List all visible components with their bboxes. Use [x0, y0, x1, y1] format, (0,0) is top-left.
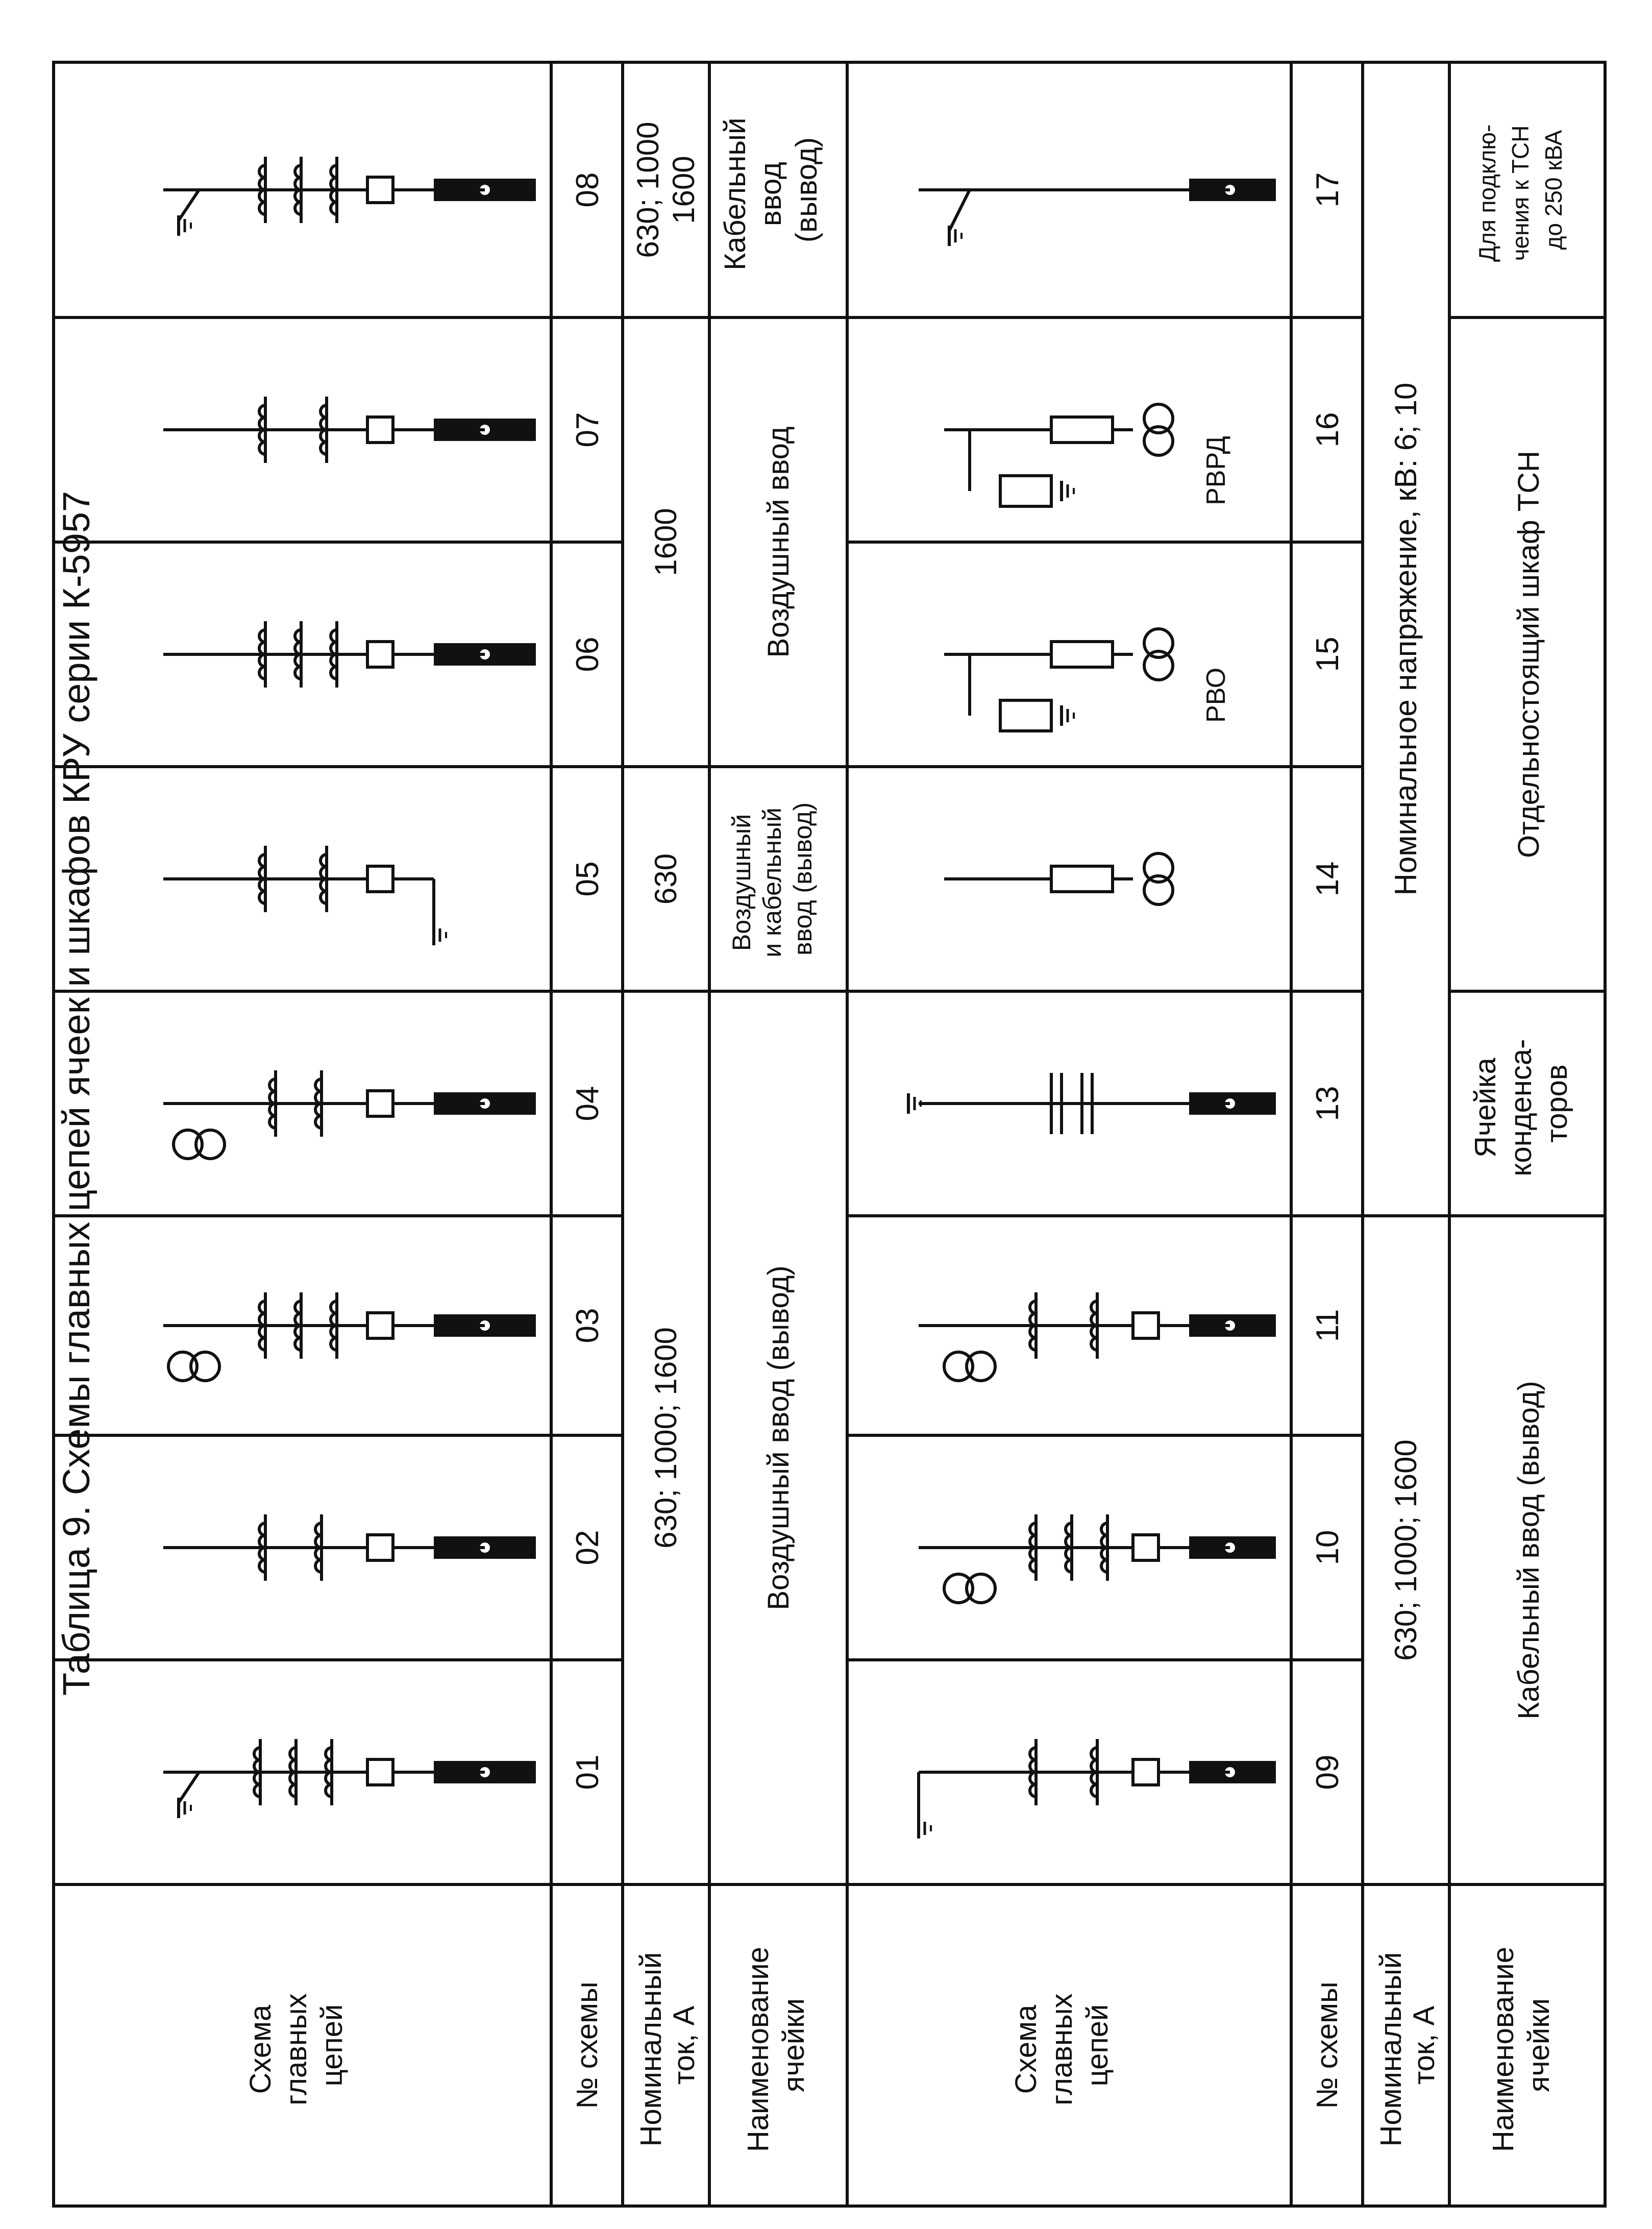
row-headers: Схема главных цепей № схемы Номинальный … — [244, 1939, 1556, 2152]
scheme-number: 08 — [570, 173, 605, 208]
scheme-number: 09 — [1310, 1755, 1345, 1790]
scheme-number: 17 — [1310, 173, 1345, 208]
arrester-labels: РВО РВРД — [1201, 436, 1231, 723]
scheme-number: 05 — [570, 862, 605, 897]
scheme-number: 03 — [570, 1308, 605, 1343]
label-rvrd: РВРД — [1201, 436, 1231, 505]
row-header-number-bottom: № схемы — [1311, 1981, 1344, 2109]
cell-names: Воздушный ввод (вывод) Воздушный и кабел… — [719, 109, 1573, 1720]
scheme-number: 02 — [570, 1530, 605, 1565]
label-rvo: РВО — [1201, 668, 1231, 723]
scheme-17-diagram — [919, 179, 1276, 246]
row-header-name-bottom: Наименование ячейки — [1487, 1939, 1556, 2152]
table-title: Таблица 9. Схемы главных цепей ячеек и ш… — [55, 491, 97, 1696]
scheme-09-diagram — [917, 1739, 1276, 1839]
scheme-number: 15 — [1310, 637, 1345, 672]
scheme-05-diagram — [163, 846, 446, 945]
voltage-value: Номинальное напряжение, кВ: 6; 10 — [1389, 383, 1423, 896]
scheme-number: 07 — [570, 412, 605, 448]
scheme-number: 10 — [1310, 1530, 1345, 1565]
scheme-08-diagram — [163, 157, 536, 236]
current-values: 630; 1000; 1600 630 1600 630; 1000 1600 … — [631, 122, 1423, 1661]
row-header-current-bottom: Номинальный ток, А — [1374, 1944, 1441, 2146]
scheme-number: 06 — [570, 637, 605, 672]
current-value: 630; 1000; 1600 — [649, 1327, 683, 1549]
current-value: 630; 1000; 1600 — [1389, 1439, 1423, 1661]
scheme-number: 16 — [1310, 412, 1345, 448]
scheme-number: 11 — [1310, 1309, 1345, 1342]
cell-name: Для подклю- чения к ТСН до 250 кВА — [1474, 118, 1567, 262]
row-header-scheme-bottom: Схема главных цепей — [1009, 1985, 1114, 2105]
current-value: 630; 1000 — [631, 122, 665, 258]
row-header-name-top: Наименование ячейки — [742, 1939, 810, 2152]
top-scheme-diagrams — [163, 157, 536, 1818]
cell-name: Кабельный ввод (вывод) — [719, 109, 823, 270]
scheme-13-diagram — [908, 1073, 1276, 1134]
cell-name: Воздушный ввод (вывод) — [762, 1265, 795, 1610]
scheme-04-diagram — [163, 1070, 536, 1159]
scheme-number: 13 — [1310, 1086, 1345, 1121]
scheme-numbers: 01 02 03 04 05 06 07 08 09 10 11 13 14 1… — [570, 173, 1345, 1790]
table-grid — [52, 61, 1607, 2208]
row-header-current-top: Номинальный ток, А — [634, 1944, 701, 2146]
scheme-number: 14 — [1310, 862, 1345, 897]
scheme-11-diagram — [919, 1292, 1276, 1381]
scheme-10-diagram — [919, 1514, 1276, 1603]
scheme-number: 04 — [570, 1086, 605, 1121]
cell-name: Воздушный и кабельный ввод (вывод) — [727, 800, 817, 957]
scheme-number: 01 — [570, 1755, 605, 1790]
scheme-06-diagram — [163, 621, 536, 688]
scheme-07-diagram — [163, 397, 536, 463]
scheme-14-diagram — [944, 853, 1173, 904]
scheme-03-diagram — [163, 1292, 536, 1381]
current-value: 630 — [649, 853, 683, 904]
cell-name: Воздушный ввод — [762, 426, 795, 657]
cell-name: Кабельный ввод (вывод) — [1512, 1381, 1545, 1719]
scheme-16-diagram — [944, 404, 1173, 508]
cell-name: Ячейка конденса- торов — [1469, 1031, 1573, 1176]
cell-name: Отдельностоящий шкаф ТСН — [1512, 451, 1545, 858]
scheme-15-diagram — [944, 629, 1173, 732]
bottom-scheme-diagrams — [908, 179, 1276, 1839]
current-value: 1600 — [649, 508, 683, 576]
row-header-number-top: № схемы — [571, 1981, 604, 2109]
row-header-scheme-top: Схема главных цепей — [244, 1985, 349, 2105]
scheme-02-diagram — [163, 1514, 536, 1581]
scheme-01-diagram — [163, 1739, 536, 1818]
current-value: 1600 — [667, 156, 701, 224]
